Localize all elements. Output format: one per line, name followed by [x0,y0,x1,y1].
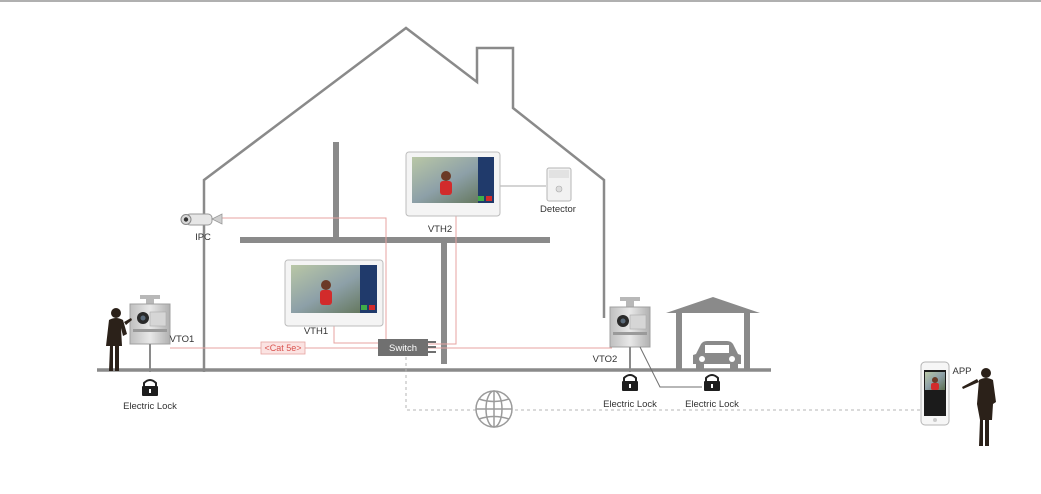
lock-icon [704,374,720,391]
switch-label: Switch [389,343,417,354]
cable-tag: <Cat 5e> [260,341,306,355]
house-outline [202,26,606,372]
cat5e-cabling [170,210,612,349]
network-switch: Switch [378,339,436,356]
car-icon [693,341,741,369]
house-walls [97,142,771,372]
doorstation-icon [609,297,702,388]
lock1-label: Electric Lock [123,401,177,412]
garage [666,297,760,370]
monitor-icon [284,259,384,327]
phone-icon [920,361,950,426]
doorstation-icon [129,295,171,372]
vth2-label: VTH2 [428,224,452,235]
vto2-label: VTO2 [593,354,618,365]
monitor-icon [405,151,501,217]
person-icon [106,308,132,371]
cable-label: <Cat 5e> [264,343,301,353]
lock2-label: Electric Lock [603,399,657,410]
vto1-label: VTO1 [170,334,195,345]
detector-icon [546,167,572,202]
detector-label: Detector [540,204,576,215]
person-icon [962,368,996,446]
vth1-label: VTH1 [304,326,328,337]
lock-icon [142,379,158,396]
app-label: APP [952,366,971,377]
camera-icon [180,213,223,226]
ipc-label: IPC [195,232,211,243]
globe-icon [475,390,513,428]
lock3-label: Electric Lock [685,399,739,410]
lock-icon [622,374,638,391]
